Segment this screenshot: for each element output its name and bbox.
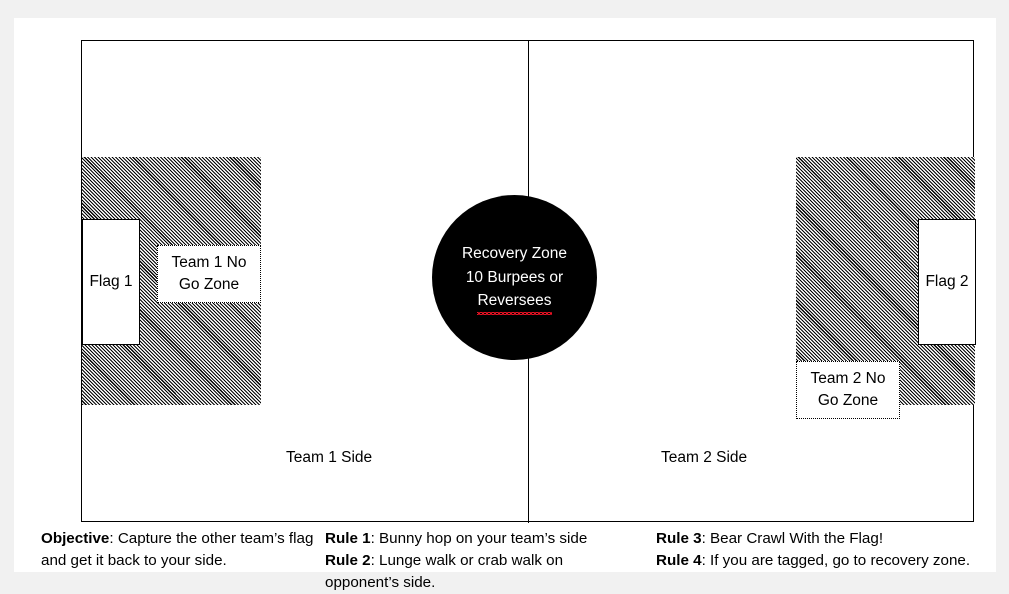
rules-caption-right: Rule 3: Bear Crawl With the Flag! Rule 4… [656, 528, 1008, 572]
team1-side-label: Team 1 Side [286, 449, 373, 466]
team1-no-go-hatch-area [82, 157, 261, 405]
team1-no-go-line-1: Team 1 No [171, 254, 247, 271]
team1-no-go-zone-label: Team 1 No Go Zone [157, 245, 261, 303]
rule-4-label: Rule 4 [656, 552, 702, 570]
rule-2-text: : Lunge walk or crab walk on opponent’s … [325, 552, 564, 592]
objective-label: Objective [41, 530, 110, 547]
rule-3-text: : Bear Crawl With the Flag! [701, 530, 884, 547]
rule-1-label: Rule 1 [325, 530, 371, 547]
rule-4-paragraph: Rule 4: If you are tagged, go to recover… [656, 550, 1008, 572]
rule-1-paragraph: Rule 1: Bunny hop on your team’s side [325, 528, 625, 550]
team1-no-go-line-2: Go Zone [178, 276, 240, 293]
recovery-zone-line-2: 10 Burpees or [465, 268, 564, 286]
rule-2-label: Rule 2 [325, 552, 371, 570]
flag-2-label: Flag 2 [925, 273, 969, 290]
flag-1-label: Flag 1 [89, 273, 133, 290]
team2-no-go-line-2: Go Zone [817, 392, 879, 409]
recovery-zone-circle: Recovery Zone 10 Burpees or Reversees [432, 195, 597, 360]
rules-caption-left: Rule 1: Bunny hop on your team’s side Ru… [325, 528, 625, 594]
recovery-zone-line-3-wrapper: Reversees [477, 289, 552, 315]
recovery-zone-line-3: Reversees [477, 289, 552, 315]
rule-3-paragraph: Rule 3: Bear Crawl With the Flag! [656, 528, 1008, 550]
flag-2-box: Flag 2 [918, 219, 976, 345]
rule-1-text: : Bunny hop on your team’s side [370, 530, 588, 547]
recovery-zone-line-1: Recovery Zone [461, 245, 568, 263]
team2-no-go-line-1: Team 2 No [810, 370, 886, 387]
document-page: Flag 1 Team 1 No Go Zone Team 2 No Go Zo… [14, 18, 996, 591]
objective-paragraph: Objective: Capture the other team’s flag… [41, 528, 321, 572]
team2-no-go-zone-label: Team 2 No Go Zone [796, 361, 900, 419]
playing-field: Flag 1 Team 1 No Go Zone Team 2 No Go Zo… [81, 40, 976, 523]
flag-1-box: Flag 1 [82, 219, 140, 345]
objective-text: : Capture the other team’s flag and get … [41, 530, 314, 570]
objective-caption: Objective: Capture the other team’s flag… [41, 528, 321, 572]
rule-3-label: Rule 3 [656, 530, 702, 547]
rule-2-paragraph: Rule 2: Lunge walk or crab walk on oppon… [325, 550, 625, 594]
rule-4-text: : If you are tagged, go to recovery zone… [701, 552, 971, 570]
team2-side-label: Team 2 Side [661, 449, 748, 466]
